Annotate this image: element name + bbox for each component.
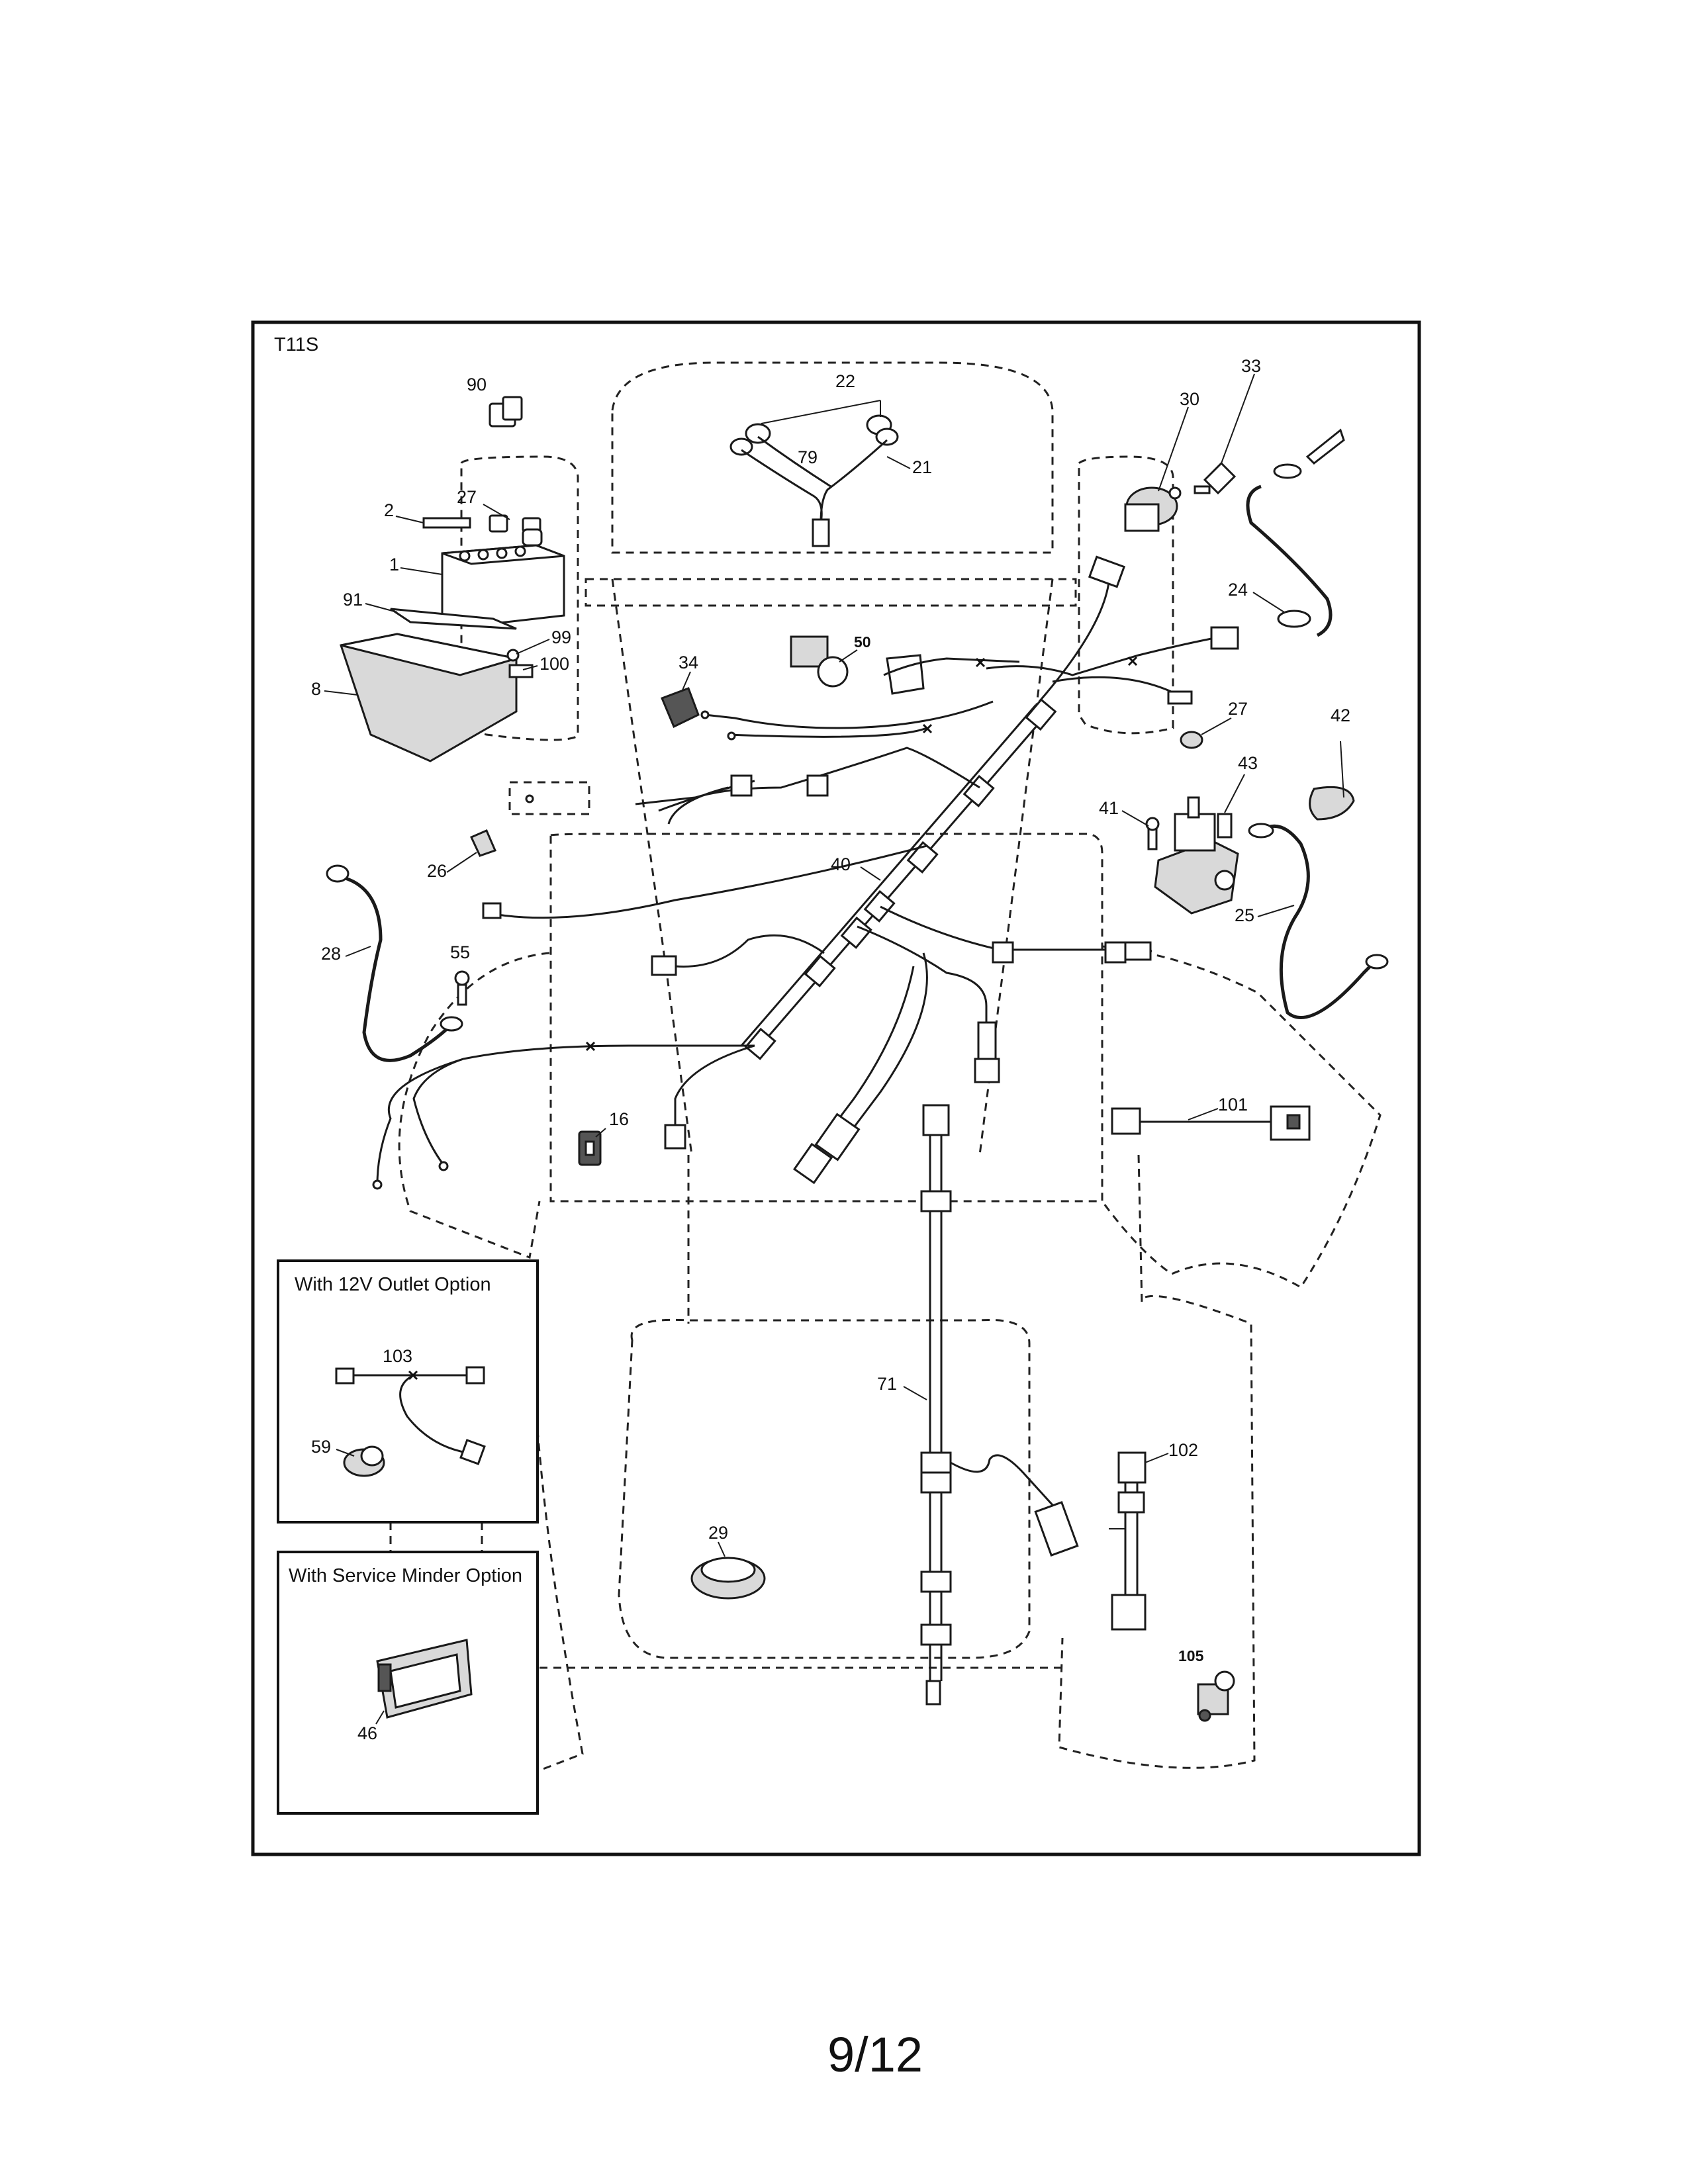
part-25-cable	[1248, 823, 1389, 1019]
callout-24: 24	[1228, 580, 1248, 600]
part-105-connector	[1197, 1670, 1235, 1722]
part-59-outlet	[343, 1445, 385, 1477]
callout-55: 55	[450, 942, 470, 962]
part-28-ground-cable	[326, 864, 463, 1062]
part-40-main-harness	[372, 555, 1239, 1190]
callout-27a: 27	[457, 487, 477, 507]
diagram-frame	[251, 320, 1421, 1856]
part-26-fuse	[469, 829, 497, 857]
callout-50: 50	[854, 633, 871, 651]
callout-90: 90	[467, 375, 487, 394]
callout-91: 91	[343, 590, 363, 610]
callout-1: 1	[389, 555, 399, 574]
callout-42: 42	[1331, 705, 1350, 725]
part-90-connector	[489, 396, 523, 428]
callout-46: 46	[357, 1723, 377, 1743]
part-34-switch	[661, 687, 700, 729]
part-24-battery-cable	[1246, 428, 1345, 637]
inset-service-minder-title: With Service Minder Option	[289, 1565, 522, 1586]
callout-99: 99	[551, 627, 571, 647]
callout-29: 29	[708, 1523, 728, 1543]
battery-assembly	[340, 514, 565, 762]
part-29-plug	[690, 1557, 766, 1600]
callout-59: 59	[311, 1437, 331, 1457]
diagram-id: T11S	[274, 334, 318, 355]
part-102-relay-harness	[1109, 1451, 1147, 1631]
callout-33: 33	[1241, 356, 1261, 376]
part-50-relay	[790, 635, 849, 688]
callout-30: 30	[1180, 389, 1199, 409]
part-16-switch	[578, 1130, 602, 1166]
callout-2: 2	[384, 500, 394, 520]
callout-103: 103	[383, 1346, 412, 1366]
callout-28: 28	[321, 944, 341, 964]
callout-79: 79	[798, 447, 818, 467]
callout-105: 105	[1178, 1647, 1204, 1664]
callout-100: 100	[539, 654, 569, 674]
part-41-bolt	[1145, 817, 1160, 850]
callout-102: 102	[1168, 1440, 1198, 1460]
part-42-boot	[1309, 741, 1355, 821]
part-71-harness	[920, 1104, 1079, 1706]
tractor-outline	[389, 361, 1382, 1772]
callout-21: 21	[912, 457, 932, 477]
inset-12v-outlet: With 12V Outlet Option 103 59	[277, 1259, 539, 1524]
callout-22: 22	[835, 371, 855, 391]
part-21-headlight-harness	[729, 414, 899, 547]
part-43-solenoid	[1154, 796, 1239, 915]
callout-16: 16	[609, 1109, 629, 1129]
callout-43: 43	[1238, 753, 1258, 773]
callout-101: 101	[1218, 1095, 1248, 1115]
inset-12v-title: With 12V Outlet Option	[295, 1274, 491, 1295]
callout-27b: 27	[1228, 699, 1248, 719]
part-30-ignition-switch	[1124, 486, 1182, 532]
callout-41: 41	[1099, 798, 1119, 818]
callout-34: 34	[679, 653, 698, 672]
part-103-outlet-harness	[335, 1366, 486, 1465]
part-33-key	[1194, 461, 1237, 495]
part-55-bolt	[454, 970, 470, 1006]
page-number: 9/12	[827, 2027, 923, 2082]
part-101-harness	[1111, 1105, 1311, 1141]
callout-26: 26	[427, 861, 447, 881]
inset-service-minder: With Service Minder Option 46	[277, 1551, 539, 1815]
callout-40: 40	[831, 854, 851, 874]
callout-71: 71	[877, 1374, 897, 1394]
part-46-service-minder	[376, 1639, 473, 1719]
callout-8: 8	[311, 679, 321, 699]
part-27-nut	[1180, 731, 1203, 749]
callout-25: 25	[1235, 905, 1254, 925]
